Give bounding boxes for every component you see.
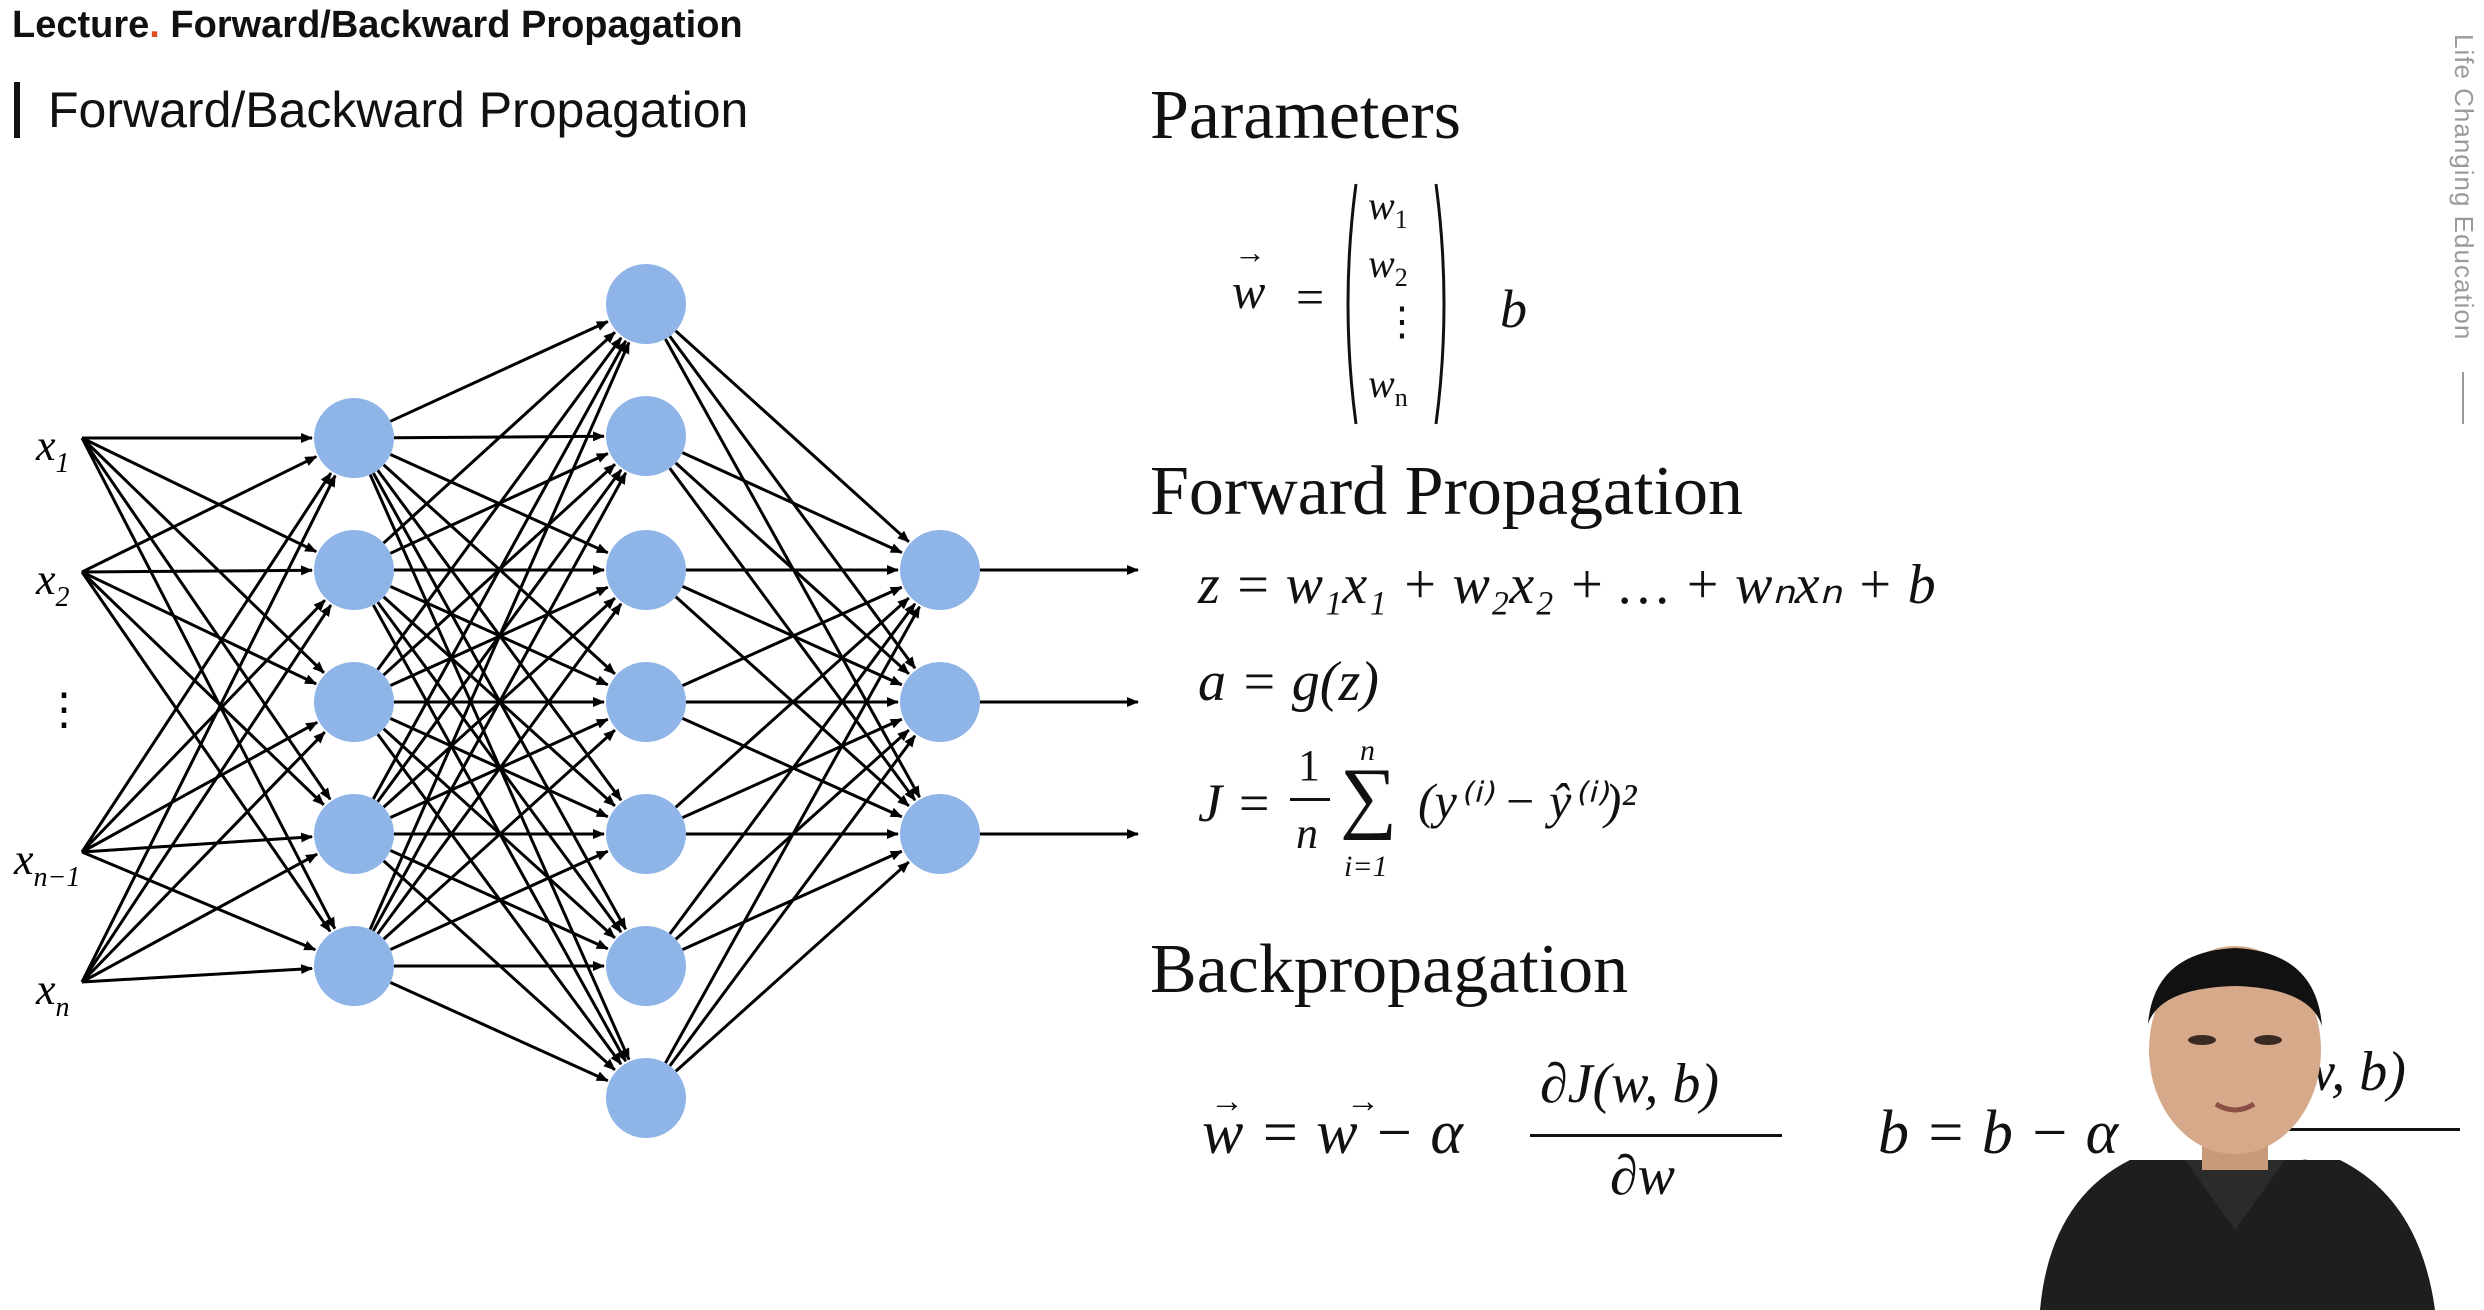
node-layer3-2 (900, 662, 980, 742)
j-frac-den: n (1296, 809, 1318, 858)
bias-b: b (1500, 279, 1527, 339)
edge-l2-7-to-l3-1 (664, 605, 921, 1064)
bp-w-numerator: ∂J(w, b) (1540, 1053, 1720, 1115)
edge-input-3-to-h1-3 (81, 720, 319, 854)
node-layer1-1 (314, 398, 394, 478)
node-layer2-5 (606, 794, 686, 874)
side-brand-line (2462, 372, 2464, 424)
edge-l1-3-to-l2-1 (376, 336, 623, 671)
bp-w-denominator: ∂w (1610, 1145, 1676, 1207)
edge-l2-7-to-l3-3 (674, 860, 910, 1073)
sum-lower: i=1 (1344, 850, 1388, 883)
network-nodes (314, 264, 980, 1138)
node-layer2-1 (606, 264, 686, 344)
edge-input-4-to-h1-1 (80, 474, 337, 983)
bp-w-arrow-1: → (1210, 1082, 1244, 1120)
node-layer2-3 (606, 530, 686, 610)
vector-entry-n: wn (1368, 361, 1408, 412)
edge-l2-7-to-l3-2 (668, 734, 917, 1067)
input-label-1: x1 (35, 421, 70, 479)
lecture-dot: . (149, 4, 160, 46)
bp-b-frac-bar (2250, 1128, 2460, 1131)
input-label-2: x2 (35, 555, 70, 613)
edge-l1-5-to-l2-4 (382, 729, 616, 941)
edge-input-2-to-h1-3 (81, 570, 318, 686)
section-parameters: Parameters (1150, 77, 1461, 154)
edge-input-4-to-h1-5 (81, 964, 314, 984)
slide-subtitle: Forward/Backward Propagation (14, 82, 748, 138)
w-vector-label: →w (1232, 234, 1266, 319)
j-frac-num: 1 (1298, 741, 1320, 790)
lecture-prefix: Lecture (12, 4, 150, 46)
edge-l2-4-to-l3-1 (681, 585, 903, 687)
network-edges (80, 320, 1139, 1083)
vector-entry-1: w1 (1368, 183, 1408, 234)
edge-l1-5-to-l2-3 (376, 602, 623, 935)
section-forward: Forward Propagation (1150, 453, 1743, 530)
edge-l1-5-to-l2-5 (389, 849, 609, 951)
edge-l2-5-to-l3-1 (674, 596, 910, 809)
edge-l2-2-to-l3-2 (674, 461, 910, 675)
input-label-4: xn−1 (13, 835, 80, 893)
bp-w-left: w = w − α (1202, 1099, 1463, 1167)
j-equation-body: (y⁽ⁱ⁾ − ŷ⁽ⁱ⁾)² (1418, 773, 1637, 829)
w-vector-brackets (1346, 183, 1446, 425)
node-layer1-3 (314, 662, 394, 742)
edge-input-3-to-h1-4 (81, 832, 314, 854)
section-backprop: Backpropagation (1150, 931, 1629, 1008)
node-layer3-3 (900, 794, 980, 874)
edge-input-3-to-h1-5 (81, 850, 317, 952)
presenter-video (2040, 946, 2435, 1310)
edge-input-3-to-h1-1 (80, 472, 333, 853)
edge-l2-6-to-l3-1 (668, 602, 917, 935)
edge-input-4-to-h1-2 (80, 604, 333, 983)
z-equation: z = w₁x₁ + w₂x₂ + … + wₙxₙ + b (1198, 554, 1936, 616)
node-layer1-5 (314, 926, 394, 1006)
node-layer2-6 (606, 926, 686, 1006)
bp-b-left: b = b − α (1878, 1099, 2119, 1167)
bp-w-frac-bar (1530, 1134, 1782, 1137)
edge-input-2-to-h1-2 (81, 565, 314, 576)
edge-l1-5-to-l2-2 (371, 471, 628, 932)
edge-input-4-to-h1-3 (80, 731, 326, 984)
a-equation: a = g(z) (1198, 651, 1379, 713)
lecture-title: Forward/Backward Propagation (170, 4, 743, 46)
edge-l1-5-to-l2-1 (368, 341, 631, 931)
edge-input-2-to-h1-4 (80, 570, 325, 806)
bp-w-arrow-2: → (1346, 1082, 1380, 1120)
edge-input-4-to-h1-4 (81, 852, 318, 984)
edge-input-3-to-h1-2 (80, 599, 326, 854)
vector-entry-dots: ⋮ (1382, 299, 1422, 344)
j-equation-left: J = (1198, 773, 1272, 833)
neural-network-diagram: x1 x2 ⋮ xn−1 xn (13, 264, 1139, 1138)
j-frac-bar (1290, 798, 1330, 801)
lecture-header: Lecture. Forward/Backward Propagation (12, 4, 743, 47)
edge-input-1-to-h1-5 (80, 437, 337, 930)
edge-l1-5-to-l2-7 (389, 981, 609, 1083)
edge-input-1-to-h1-3 (80, 436, 325, 674)
edge-input-2-to-h1-5 (80, 571, 332, 933)
network-inputs: x1 x2 ⋮ xn−1 xn (13, 421, 86, 1023)
edge-l1-4-to-l2-1 (371, 339, 628, 800)
edge-l1-2-to-l2-1 (382, 331, 616, 545)
input-label-5: xn (35, 965, 70, 1023)
node-layer2-2 (606, 396, 686, 476)
edge-input-2-to-h1-1 (81, 455, 318, 574)
node-layer2-4 (606, 662, 686, 742)
edge-l2-1-to-l3-1 (674, 329, 910, 543)
edge-l1-1-to-l2-1 (389, 320, 609, 423)
edge-input-1-to-h1-4 (80, 437, 332, 801)
w-vector-equals: = (1296, 269, 1325, 325)
input-label-3: ⋮ (42, 685, 86, 734)
node-layer1-4 (314, 794, 394, 874)
sum-upper: n (1360, 734, 1375, 767)
node-layer1-2 (314, 530, 394, 610)
sum-symbol: ∑ (1340, 753, 1398, 841)
edge-input-1-to-h1-2 (81, 436, 318, 554)
edge-l2-2-to-l3-1 (681, 451, 903, 554)
node-layer3-1 (900, 530, 980, 610)
node-layer2-7 (606, 1058, 686, 1138)
side-brand: Life Changing Education (2449, 34, 2479, 341)
vector-entry-2: w2 (1368, 241, 1408, 292)
